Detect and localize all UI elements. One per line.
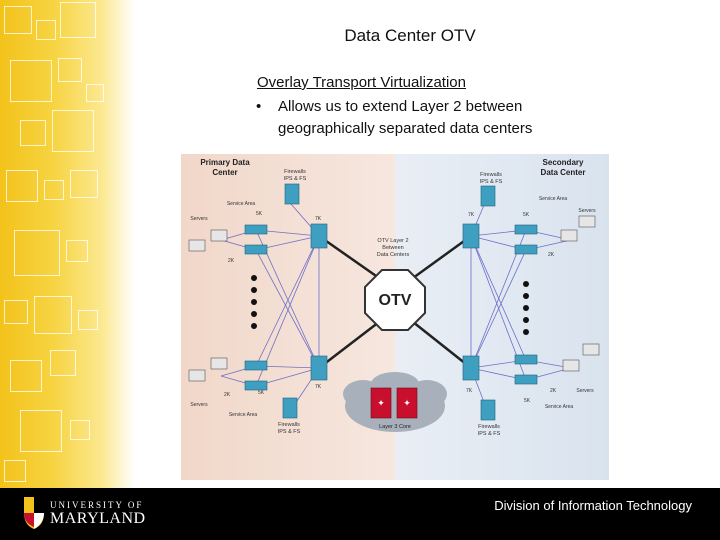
otv-overlay-links: [318, 234, 472, 369]
university-of-maryland-logo: UNIVERSITY OF MARYLAND: [24, 497, 146, 529]
core-router-2-icon: [396, 387, 418, 419]
left-decorative-band: [0, 0, 135, 488]
label-7k: 7K: [315, 216, 322, 222]
subheading: Overlay Transport Virtualization: [257, 74, 466, 91]
layer3-core-cloud: ✦ ✦ Layer 3 Core: [343, 372, 447, 432]
label-2k: 2K: [228, 258, 235, 264]
label-5k: 5K: [524, 398, 531, 404]
secondary-7k-top-switch-icon: [462, 223, 480, 249]
secondary-firewalls-bottom-label-1: Firewalls: [478, 424, 500, 430]
otv-octagon-icon: [364, 269, 426, 331]
layer3-core-label: Layer 3 Core: [379, 424, 411, 430]
primary-dc-title-1: Primary Data: [200, 158, 250, 167]
secondary-service-area-top: Service Area: [539, 196, 568, 202]
server-icon: [188, 215, 600, 382]
secondary-7k-bottom-switch-icon: [462, 355, 480, 381]
label-2k: 2K: [548, 252, 555, 258]
secondary-5k-switch-4-icon: [514, 374, 538, 385]
svg-text:✦: ✦: [377, 398, 385, 408]
primary-firewalls-label-1: Firewalls: [284, 169, 306, 175]
maryland-flag-shield-icon: [24, 497, 44, 529]
otv-note-line-3: Data Centers: [377, 252, 410, 258]
primary-servers-top-label: Servers: [190, 216, 208, 222]
secondary-5k-switch-3-icon: [514, 354, 538, 365]
primary-dc-panel: [181, 154, 395, 480]
label-7k: 7K: [315, 384, 322, 390]
label-5k: 5K: [523, 212, 530, 218]
primary-5k-switch-4-icon: [244, 380, 268, 391]
ellipsis-dots: [251, 275, 529, 335]
footer-bar: UNIVERSITY OF MARYLAND Division of Infor…: [0, 488, 720, 540]
otv-label: OTV: [379, 292, 412, 309]
primary-firewall-top-icon: [284, 183, 300, 205]
core-router-1-icon: [370, 387, 392, 419]
primary-servers-bottom-label: Servers: [190, 402, 208, 408]
secondary-dc-title-2: Data Center: [541, 168, 586, 177]
label-5k: 5K: [256, 211, 263, 217]
logo-line-1: UNIVERSITY OF: [50, 500, 143, 510]
label-2k: 2K: [550, 388, 557, 394]
secondary-5k-switch-2-icon: [514, 244, 538, 255]
secondary-5k-switch-1-icon: [514, 224, 538, 235]
primary-service-area-bottom: Service Area: [229, 412, 258, 418]
bullet-item: • Allows us to extend Layer 2 between geo…: [256, 96, 532, 140]
division-label: Division of Information Technology: [494, 498, 692, 513]
secondary-firewalls-label-2: IPS & FS: [480, 179, 503, 185]
primary-7k-top-switch-icon: [310, 223, 328, 249]
secondary-dc-title-1: Secondary: [543, 158, 584, 167]
bullet-line-1: Allows us to extend Layer 2 between: [278, 98, 523, 115]
primary-firewalls-label-2: IPS & FS: [284, 176, 307, 182]
otv-network-diagram: OTV OTV Layer 2 Between Data Centers ✦ ✦…: [181, 154, 609, 480]
primary-7k-bottom-switch-icon: [310, 355, 328, 381]
otv-note-line-1: OTV Layer 2: [377, 238, 408, 244]
label-7k: 7K: [468, 212, 475, 218]
label-2k: 2K: [224, 392, 231, 398]
secondary-servers-bottom-label: Servers: [576, 388, 594, 394]
secondary-firewalls-bottom-label-2: IPS & FS: [478, 431, 501, 437]
primary-firewall-bottom-icon: [282, 397, 298, 419]
primary-service-area-top: Service Area: [227, 201, 256, 207]
logo-line-2: MARYLAND: [50, 510, 146, 527]
primary-dc-title-2: Center: [212, 168, 237, 177]
primary-5k-switch-1-icon: [244, 224, 268, 235]
primary-firewalls-bottom-label-2: IPS & FS: [278, 429, 301, 435]
secondary-firewall-top-icon: [480, 185, 496, 207]
otv-note-line-2: Between: [382, 245, 403, 251]
label-7k: 7K: [466, 388, 473, 394]
secondary-firewall-bottom-icon: [480, 399, 496, 421]
secondary-servers-top-label: Servers: [578, 208, 596, 214]
slide-title: Data Center OTV: [344, 26, 476, 45]
label-5k: 5K: [258, 390, 265, 396]
secondary-firewalls-label-1: Firewalls: [480, 172, 502, 178]
svg-text:✦: ✦: [403, 398, 411, 408]
primary-5k-switch-2-icon: [244, 244, 268, 255]
bullet-dot: •: [256, 98, 262, 115]
primary-5k-switch-3-icon: [244, 360, 268, 371]
primary-firewalls-bottom-label-1: Firewalls: [278, 422, 300, 428]
bullet-line-2: geographically separated data centers: [278, 120, 533, 137]
secondary-service-area-bottom: Service Area: [545, 404, 574, 410]
